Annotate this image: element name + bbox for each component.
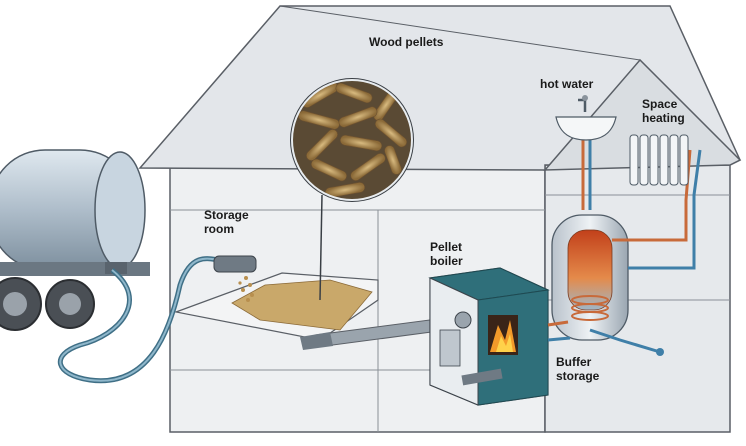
boiler-flow-pipe [547, 320, 569, 327]
label-storage-room: Storage room [204, 208, 249, 236]
hot-water-sink [555, 95, 617, 141]
buffer-hot-core [567, 229, 613, 311]
label-hot-water: hot water [540, 77, 594, 91]
pellet-tanker-truck [0, 149, 150, 331]
pellet-boiler [428, 267, 550, 406]
label-space-heating: Space heating [642, 97, 685, 125]
pellets-closeup [298, 82, 408, 198]
pellet-magnifier [290, 78, 414, 301]
heating-return-pipe [628, 149, 702, 270]
boiler-return-pipe [547, 336, 571, 342]
label-pellet-boiler: Pellet boiler [430, 240, 463, 268]
label-wood-pellets: Wood pellets [369, 35, 444, 49]
pellet-pile [231, 279, 373, 331]
pipes [547, 130, 702, 354]
heat-exchanger-coil [571, 295, 609, 321]
label-buffer-storage: Buffer storage [556, 355, 600, 383]
pellet-stream [238, 276, 254, 302]
hose-nozzle [213, 255, 257, 273]
buffer-storage-tank [551, 214, 629, 341]
storage-room-bin [173, 272, 379, 341]
delivery-hose [57, 255, 257, 384]
space-heating-radiator [629, 134, 689, 186]
cold-supply-pipe [589, 328, 661, 354]
